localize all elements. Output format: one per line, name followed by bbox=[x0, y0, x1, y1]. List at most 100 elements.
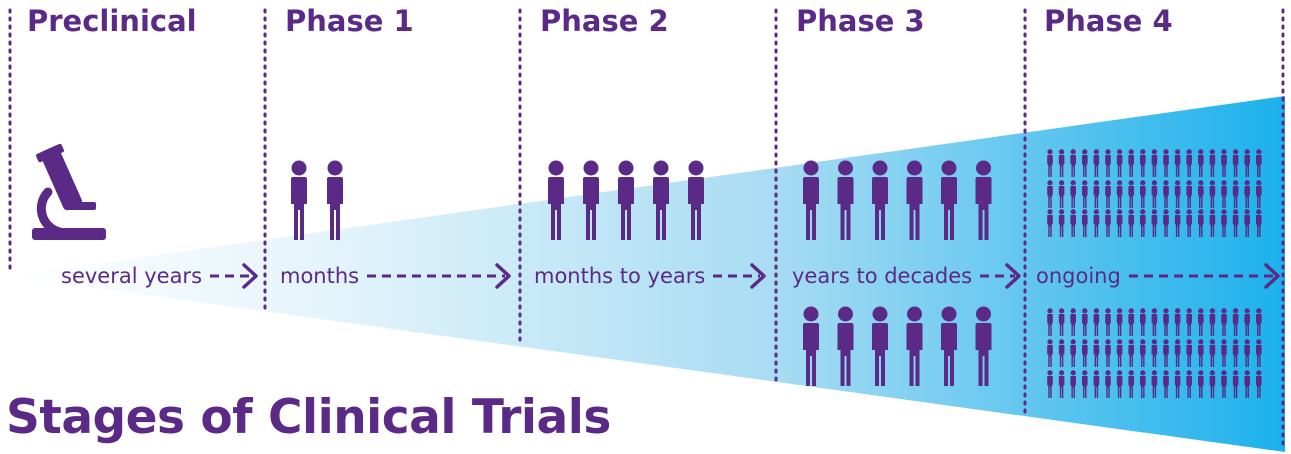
person-icon bbox=[1221, 149, 1227, 177]
person-icon bbox=[1058, 209, 1065, 237]
timeline-arrow-head bbox=[1264, 263, 1280, 289]
person-icon bbox=[583, 160, 599, 240]
person-icon bbox=[1047, 149, 1053, 177]
person-icon bbox=[1058, 180, 1065, 208]
person-icon bbox=[837, 306, 854, 386]
person-icon bbox=[1082, 180, 1088, 208]
person-icon bbox=[1105, 209, 1111, 237]
person-icon bbox=[1128, 308, 1134, 336]
person-icon bbox=[837, 160, 854, 240]
person-icon bbox=[1174, 209, 1181, 237]
person-icon bbox=[1244, 180, 1250, 208]
person-icon bbox=[1256, 180, 1262, 208]
person-icon bbox=[1128, 339, 1134, 367]
person-icon bbox=[1128, 370, 1134, 398]
person-icon bbox=[1256, 209, 1262, 237]
person-icon bbox=[1163, 370, 1169, 398]
person-icon bbox=[1186, 209, 1192, 237]
person-icon bbox=[803, 160, 819, 240]
person-icon bbox=[1163, 180, 1169, 208]
person-icon bbox=[1116, 149, 1123, 177]
person-icon bbox=[1256, 149, 1262, 177]
person-icon bbox=[1093, 149, 1100, 177]
duration-phase-4: ongoing bbox=[1036, 264, 1121, 288]
stage-title-phase-3: Phase 3 bbox=[796, 4, 925, 38]
person-icon bbox=[1209, 180, 1216, 208]
person-icon bbox=[1198, 209, 1204, 237]
person-icon bbox=[1163, 339, 1169, 367]
person-icon bbox=[618, 160, 634, 240]
person-icon bbox=[975, 306, 992, 386]
person-icon bbox=[1047, 370, 1053, 398]
person-icon bbox=[1186, 339, 1192, 367]
person-icon bbox=[1198, 339, 1204, 367]
person-icon bbox=[1221, 180, 1227, 208]
person-icon bbox=[1256, 308, 1262, 336]
person-icon bbox=[1256, 370, 1262, 398]
person-icon bbox=[1198, 149, 1204, 177]
person-icon bbox=[1209, 370, 1216, 398]
stage-title-phase-2: Phase 2 bbox=[540, 4, 669, 38]
duration-phase-1: months bbox=[280, 264, 360, 288]
person-icon bbox=[1047, 308, 1053, 336]
person-icon bbox=[1244, 308, 1250, 336]
person-icon bbox=[1209, 149, 1216, 177]
person-icon bbox=[1082, 209, 1088, 237]
duration-phase-2: months to years bbox=[534, 264, 706, 288]
person-icon bbox=[975, 160, 992, 240]
person-icon bbox=[1198, 180, 1204, 208]
person-icon bbox=[1244, 209, 1250, 237]
person-icon bbox=[1186, 370, 1192, 398]
person-icon bbox=[1070, 370, 1076, 398]
stage-dividers bbox=[8, 8, 1285, 451]
person-icon bbox=[1140, 308, 1146, 336]
person-icon bbox=[1186, 308, 1192, 336]
person-icon bbox=[1232, 209, 1239, 237]
person-icon bbox=[327, 160, 343, 240]
person-icon bbox=[1163, 308, 1169, 336]
person-icon bbox=[1174, 339, 1181, 367]
person-icon bbox=[872, 306, 888, 386]
person-icon bbox=[1151, 209, 1158, 237]
person-icon bbox=[1163, 149, 1169, 177]
stage-title-preclinical: Preclinical bbox=[27, 4, 197, 38]
person-icon bbox=[1047, 209, 1053, 237]
person-icon bbox=[688, 160, 704, 240]
person-icon bbox=[1221, 209, 1227, 237]
person-icon bbox=[1116, 180, 1123, 208]
stage-title-phase-4: Phase 4 bbox=[1044, 4, 1173, 38]
person-icon bbox=[1058, 149, 1065, 177]
person-icon bbox=[1070, 209, 1076, 237]
person-icon bbox=[1128, 149, 1134, 177]
person-icon bbox=[1093, 339, 1100, 367]
person-icon bbox=[1151, 149, 1158, 177]
person-icon bbox=[1174, 180, 1181, 208]
person-icon bbox=[1209, 308, 1216, 336]
person-icon bbox=[1058, 308, 1065, 336]
person-icon bbox=[941, 160, 957, 240]
person-icon bbox=[1232, 149, 1239, 177]
person-icon bbox=[1070, 308, 1076, 336]
person-icon bbox=[1140, 209, 1146, 237]
person-icon bbox=[1232, 180, 1239, 208]
person-icon bbox=[1082, 149, 1088, 177]
person-icon bbox=[1082, 370, 1088, 398]
person-icon bbox=[1047, 180, 1053, 208]
person-icon bbox=[1174, 308, 1181, 336]
person-icon bbox=[872, 160, 888, 240]
person-icon bbox=[653, 160, 669, 240]
person-icon bbox=[1232, 308, 1239, 336]
person-icon bbox=[1116, 209, 1123, 237]
person-icon bbox=[1209, 209, 1216, 237]
person-icon bbox=[1186, 149, 1192, 177]
person-icon bbox=[1116, 339, 1123, 367]
person-icon bbox=[803, 306, 819, 386]
person-icon bbox=[1082, 339, 1088, 367]
person-icon bbox=[1244, 370, 1250, 398]
person-icon bbox=[1186, 180, 1192, 208]
person-icon bbox=[1093, 308, 1100, 336]
person-icon bbox=[1093, 180, 1100, 208]
person-icon bbox=[1221, 339, 1227, 367]
person-icon bbox=[1070, 180, 1076, 208]
